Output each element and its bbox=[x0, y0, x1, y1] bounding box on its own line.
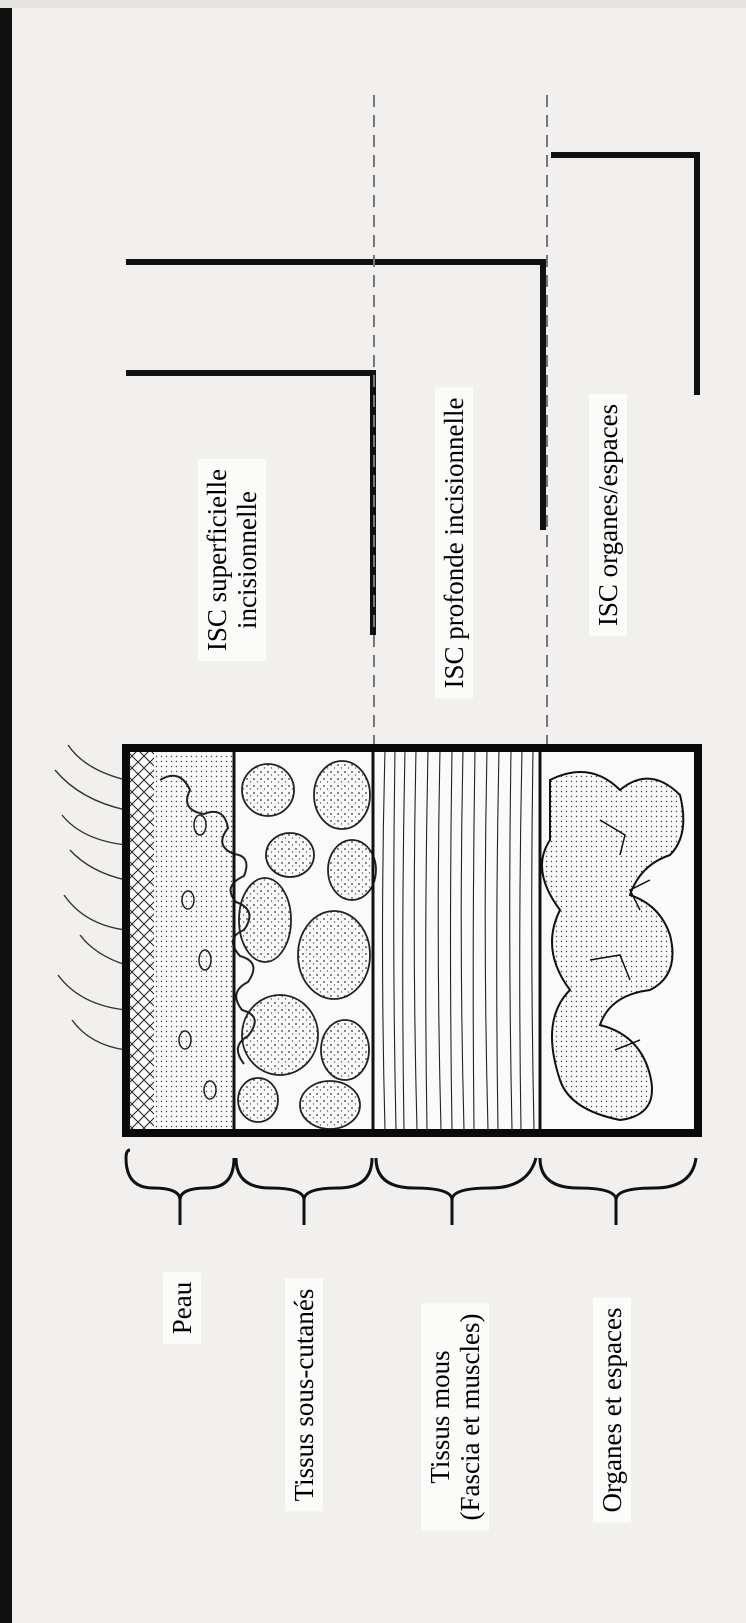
tissue-cross-section bbox=[126, 748, 698, 1133]
page-left-edge bbox=[0, 0, 12, 1623]
label-organs-spaces: Organes et espaces bbox=[593, 1298, 631, 1523]
skin-hairs bbox=[55, 745, 126, 1050]
deep-connector bbox=[126, 262, 543, 530]
brace-subcutaneous bbox=[236, 1158, 372, 1200]
label-subcutaneous: Tissus sous-cutanés bbox=[285, 1279, 323, 1512]
skin-layer bbox=[126, 748, 154, 1133]
organ-space-connector bbox=[551, 155, 697, 395]
label-deep-ssi: ISC profonde incisionnelle bbox=[435, 388, 473, 699]
label-organ-space-ssi: ISC organes/espaces bbox=[589, 394, 627, 636]
label-skin: Peau bbox=[163, 1272, 201, 1344]
label-superficial-ssi: ISC superficielle incisionnelle bbox=[198, 459, 266, 661]
brace-soft-tissue bbox=[376, 1158, 536, 1200]
layer-braces bbox=[126, 1150, 696, 1225]
brace-organs bbox=[540, 1158, 696, 1200]
label-soft-tissue: Tissus mous (Fascia et muscles) bbox=[421, 1304, 489, 1531]
brace-skin bbox=[126, 1150, 234, 1200]
